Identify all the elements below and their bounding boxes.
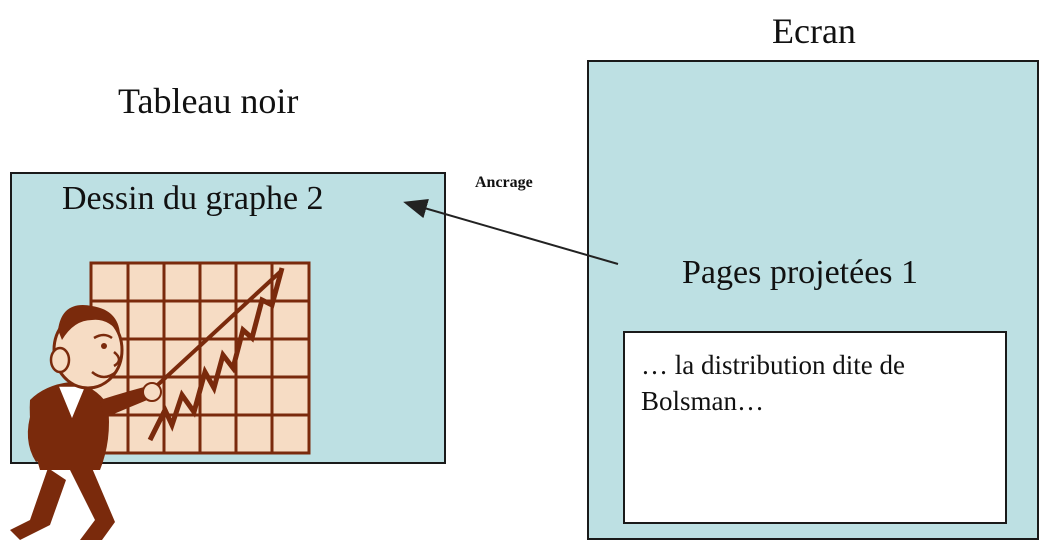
blackboard-heading: Tableau noir bbox=[118, 81, 299, 121]
anchor-arrow bbox=[403, 198, 619, 265]
screen-heading: Ecran bbox=[772, 11, 856, 51]
presenter-figure-icon bbox=[10, 270, 282, 540]
projected-text-line-1: … la distribution dite de bbox=[641, 350, 905, 380]
screen-title: Pages projetées 1 bbox=[682, 254, 919, 291]
projected-text-line-2: Bolsman… bbox=[641, 386, 765, 416]
projected-text-box: … la distribution dite de Bolsman… bbox=[623, 331, 1007, 524]
blackboard-title: Dessin du graphe 2 bbox=[62, 180, 324, 217]
chart-board-icon bbox=[89, 261, 311, 455]
anchor-label: Ancrage bbox=[475, 174, 533, 191]
